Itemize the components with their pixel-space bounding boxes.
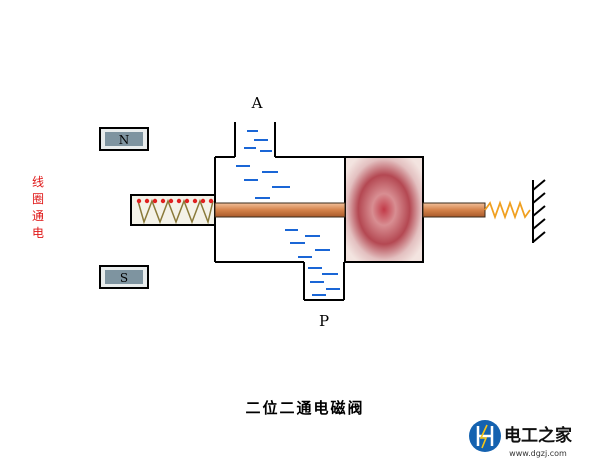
coil-dot	[200, 198, 206, 204]
coil-status-char: 圈	[32, 192, 44, 206]
coil-dot	[192, 198, 198, 204]
fluid-dashes	[236, 130, 340, 296]
brand-name: 电工之家	[504, 425, 572, 446]
coil-current-dots	[136, 198, 214, 204]
magnet-north: N	[99, 127, 149, 151]
wall-mount	[532, 179, 546, 243]
coil-dot	[208, 198, 214, 204]
valve-stem-rod	[214, 202, 486, 218]
return-spring	[484, 200, 531, 220]
magnet-south-label: S	[120, 271, 128, 285]
coil-dot	[144, 198, 150, 204]
port-p-label: P	[319, 312, 329, 330]
coil-dot	[160, 198, 166, 204]
coil-status-char: 电	[32, 226, 44, 240]
coil-dot	[152, 198, 158, 204]
coil-dot	[168, 198, 174, 204]
brand-url: www.dgzj.com	[509, 449, 567, 458]
port-p-pipe	[303, 262, 345, 301]
coil-dot	[136, 198, 142, 204]
coil-dot	[184, 198, 190, 204]
plunger	[344, 156, 424, 263]
port-a-label: A	[251, 94, 263, 112]
coil-dot	[176, 198, 182, 204]
magnet-south: S	[99, 265, 149, 289]
diagram-caption: 二位二通电磁阀	[245, 399, 364, 417]
coil-status-char: 线	[32, 175, 44, 189]
coil-status-char: 通	[32, 209, 44, 223]
coil-status-text: 线 圈 通 电	[32, 175, 44, 240]
solenoid-coil	[130, 194, 216, 226]
brand-logo: 电工之家 www.dgzj.com	[469, 420, 572, 458]
magnet-north-label: N	[119, 133, 130, 147]
port-a-pipe	[234, 122, 276, 157]
valve-body	[214, 156, 345, 263]
